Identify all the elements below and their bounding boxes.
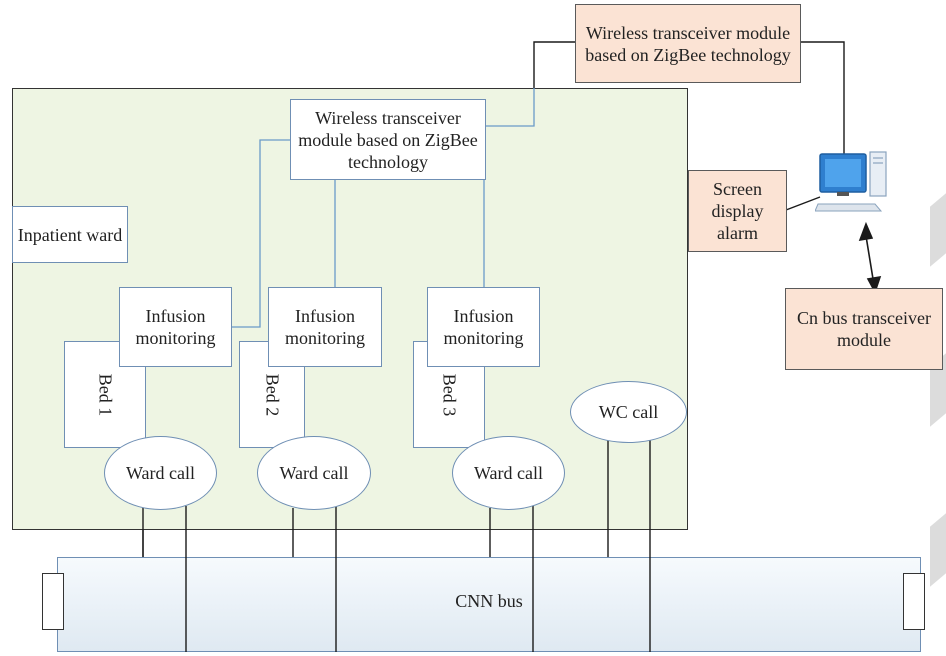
screen-alarm-box: Screen display alarm	[688, 170, 787, 252]
ward-call-3: Ward call	[452, 436, 565, 510]
ward-call-2-label: Ward call	[279, 463, 349, 483]
cn-bus-module-label: Cn bus transceiver module	[797, 308, 931, 350]
wire-top-zigbee-computer-right	[800, 41, 845, 155]
infusion-monitoring-2: Infusion monitoring	[268, 287, 382, 367]
ward-call-3-label: Ward call	[473, 463, 543, 483]
inpatient-ward-box: Inpatient ward	[12, 206, 128, 263]
infusion-monitoring-2-label: Infusion monitoring	[285, 306, 365, 348]
bed-1-label: Bed 1	[95, 373, 115, 416]
wire-zigbee-infusion1	[232, 139, 290, 328]
computer-icon	[815, 151, 887, 212]
screen-alarm-label: Screen display alarm	[711, 179, 764, 243]
ward-call-1-label: Ward call	[125, 463, 195, 483]
wire-top-zigbee-computer	[533, 41, 575, 88]
wire-zigbee-top	[486, 88, 535, 127]
top-zigbee-label: Wireless transceiver module based on Zig…	[585, 22, 791, 65]
wc-call-label: WC call	[598, 402, 659, 422]
bus-terminator-right	[903, 573, 925, 630]
inpatient-ward-label: Inpatient ward	[17, 224, 123, 245]
cnn-bus: CNN bus	[57, 557, 921, 652]
wire-alarm-computer	[785, 196, 821, 211]
bed-2-label: Bed 2	[262, 373, 282, 416]
ward-zigbee-module: Wireless transceiver module based on Zig…	[290, 99, 486, 180]
top-zigbee-module: Wireless transceiver module based on Zig…	[575, 4, 801, 83]
infusion-monitoring-1-label: Infusion monitoring	[135, 306, 216, 348]
infusion-monitoring-1: Infusion monitoring	[119, 287, 232, 367]
infusion-monitoring-3: Infusion monitoring	[427, 287, 540, 367]
bus-label: CNN bus	[455, 591, 523, 611]
ward-zigbee-label: Wireless transceiver module based on Zig…	[298, 107, 478, 172]
bed-3-label: Bed 3	[439, 373, 459, 416]
bus-terminator-left	[42, 573, 64, 630]
infusion-monitoring-3-label: Infusion monitoring	[443, 306, 524, 348]
ward-call-1: Ward call	[104, 436, 217, 510]
ward-call-2: Ward call	[257, 436, 371, 510]
wc-call: WC call	[570, 381, 687, 443]
cn-bus-module: Cn bus transceiver module	[785, 288, 943, 370]
